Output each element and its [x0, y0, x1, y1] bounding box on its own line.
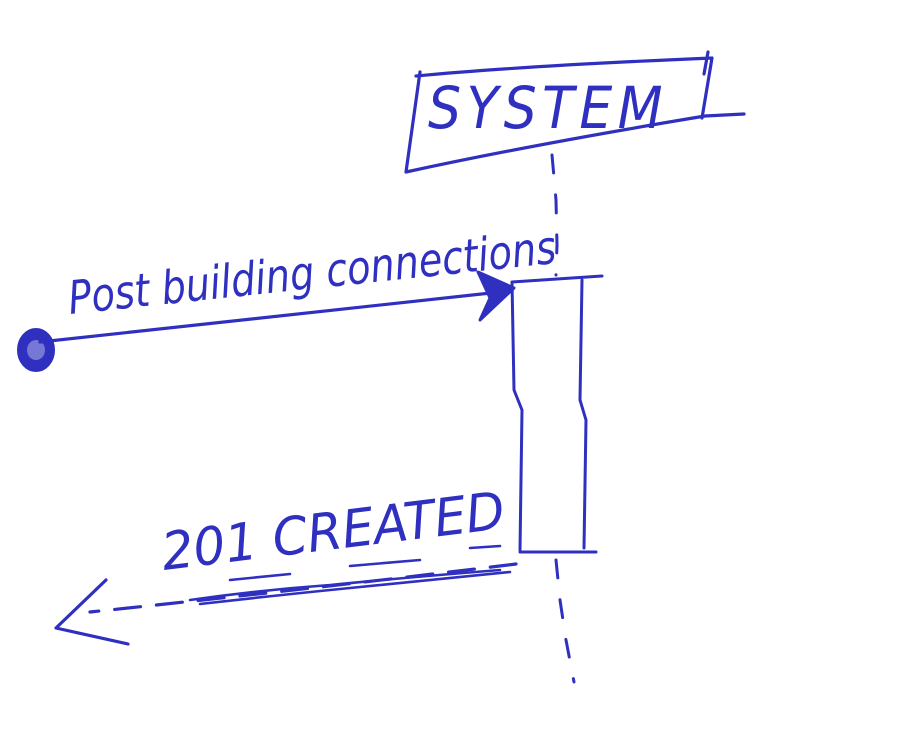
response-line [88, 562, 518, 614]
participant-label: SYSTEM [428, 74, 668, 142]
participant-box [404, 50, 746, 174]
found-message-dot [17, 328, 55, 372]
response-message: 201 CREATED [54, 481, 518, 646]
lifeline [550, 153, 576, 684]
activation-bar [510, 274, 604, 554]
response-scribble [188, 544, 512, 606]
participant-system: SYSTEM [404, 50, 746, 174]
response-arrowhead [54, 578, 130, 646]
response-label: 201 CREATED [158, 481, 508, 583]
request-arrowhead [476, 270, 516, 322]
request-line [38, 290, 502, 344]
request-message: Post building connections [17, 220, 558, 372]
